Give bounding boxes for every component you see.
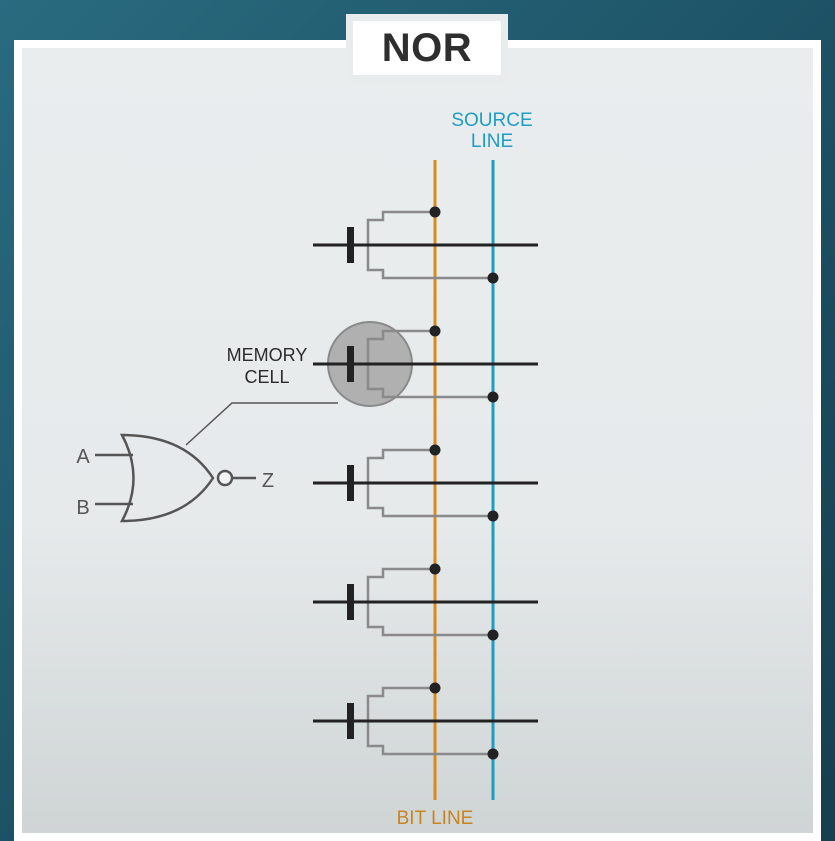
source-line-junction-dot <box>487 629 499 641</box>
bit-line-junction-dot <box>429 206 441 218</box>
transistor-gate <box>347 703 354 739</box>
source-line-label-2: LINE <box>471 131 513 152</box>
memory-cell-label-2: CELL <box>244 367 289 387</box>
memory-cells <box>313 206 538 760</box>
bit-line-junction-dot <box>429 682 441 694</box>
bit-line-junction-dot <box>429 563 441 575</box>
transistor-gate <box>347 584 354 620</box>
memory-cell-3 <box>313 444 538 522</box>
output-z-label: Z <box>262 470 274 492</box>
transistor-gate <box>347 465 354 501</box>
input-a-label: A <box>76 446 90 468</box>
nor-gate-symbol <box>95 433 256 523</box>
memory-cell-2 <box>313 325 538 403</box>
bit-line-junction-dot <box>429 325 441 337</box>
nor-gate-body <box>119 433 215 523</box>
diagram-panel <box>14 40 821 841</box>
source-line-label-1: SOURCE <box>451 110 532 131</box>
memory-cell-5 <box>313 682 538 760</box>
nor-gate-inversion-bubble <box>216 469 234 487</box>
transistor-gate <box>347 227 354 263</box>
source-line-junction-dot <box>487 391 499 403</box>
memory-cell-4 <box>313 563 538 641</box>
input-b-label: B <box>76 497 89 519</box>
diagram-panel-inner <box>22 48 813 833</box>
source-line-junction-dot <box>487 272 499 284</box>
bit-line-junction-dot <box>429 444 441 456</box>
source-line-junction-dot <box>487 510 499 522</box>
title-box: NOR <box>346 14 508 82</box>
memory-cell-leader-line <box>185 402 338 446</box>
bit-line-label: BIT LINE <box>397 808 474 829</box>
transistor-gate <box>347 346 354 382</box>
memory-cell-label-1: MEMORY <box>227 345 308 365</box>
diagram-title: NOR <box>381 25 473 70</box>
source-line-junction-dot <box>487 748 499 760</box>
memory-cell-1 <box>313 206 538 284</box>
